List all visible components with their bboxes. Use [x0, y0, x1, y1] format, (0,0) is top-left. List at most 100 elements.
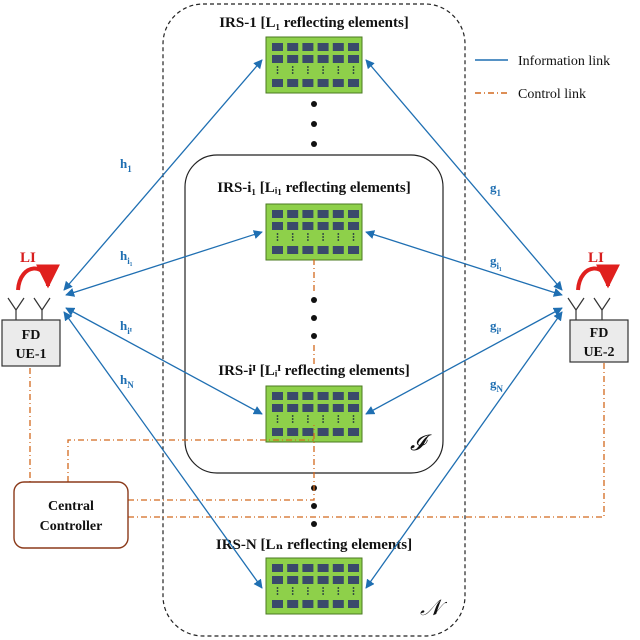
link-h1 — [63, 59, 263, 291]
legend-info-label: Information link — [518, 54, 610, 69]
irs-element — [302, 404, 314, 412]
irs-element — [317, 564, 329, 572]
irs-iI-panel — [265, 385, 363, 443]
irs-element — [332, 404, 344, 412]
irs-element — [272, 55, 283, 63]
irs-element — [332, 222, 344, 230]
irs-element — [317, 246, 329, 254]
irs-element — [287, 43, 299, 51]
channel-labels: h1 hi₁ hiᴵ hN g1 gi₁ giᴵ gN — [120, 156, 504, 394]
irs-element — [348, 55, 359, 63]
irs-element — [348, 576, 359, 584]
label-hiI: hiᴵ — [120, 318, 132, 336]
irs-element — [287, 79, 299, 87]
irs-N-title: IRS-N [Lₙ reflecting elements] — [216, 537, 412, 553]
irs-element — [332, 576, 344, 584]
irs-element — [332, 428, 344, 436]
irs-element — [287, 55, 299, 63]
label-h1: h1 — [120, 156, 132, 174]
irs-element — [317, 576, 329, 584]
ue-2-li-arrow-icon — [576, 264, 620, 291]
svg-text:UE-2: UE-2 — [583, 345, 614, 360]
svg-text:Central: Central — [48, 499, 94, 514]
label-giI: giᴵ — [490, 318, 501, 336]
irs-element — [287, 222, 299, 230]
irs-element — [272, 210, 283, 218]
irs-element — [332, 55, 344, 63]
central-controller: Central Controller — [13, 481, 129, 549]
irs-element — [348, 79, 359, 87]
irs-element — [332, 79, 344, 87]
irs-element — [332, 43, 344, 51]
irs-i1-panel — [265, 203, 363, 261]
irs-element — [348, 246, 359, 254]
irs-element — [287, 564, 299, 572]
irs-element — [302, 564, 314, 572]
ue-2-node: LI FD UE-2 — [567, 250, 629, 363]
irs-N-panel — [265, 557, 363, 615]
link-hN — [63, 311, 263, 589]
irs-element — [348, 564, 359, 572]
link-giI — [365, 307, 563, 415]
irs-element — [272, 428, 283, 436]
svg-text:UE-1: UE-1 — [15, 347, 46, 362]
irs-element — [272, 564, 283, 572]
svg-text:FD: FD — [590, 326, 609, 341]
irs-element — [272, 43, 283, 51]
irs-1-panel — [265, 36, 363, 94]
irs-element — [272, 246, 283, 254]
irs-element — [317, 392, 329, 400]
label-g1: g1 — [490, 180, 502, 198]
irs-element — [302, 246, 314, 254]
irs-element — [287, 428, 299, 436]
irs-element — [317, 222, 329, 230]
irs-element — [332, 564, 344, 572]
irs-element — [272, 222, 283, 230]
label-hi1: hi₁ — [120, 248, 133, 266]
irs-element — [287, 576, 299, 584]
irs-element — [317, 210, 329, 218]
irs-iI-title: IRS-iᴵ [Lᵢᴵ reflecting elements] — [218, 363, 410, 379]
irs-element — [317, 600, 329, 608]
svg-text:FD: FD — [22, 328, 41, 343]
irs-element — [348, 404, 359, 412]
irs-element — [332, 392, 344, 400]
irs-element — [302, 79, 314, 87]
irs-element — [302, 576, 314, 584]
irs-element — [272, 576, 283, 584]
ue-2-antenna-icon — [567, 297, 611, 320]
irs-1-title: IRS-1 [L₁ reflecting elements] — [219, 15, 409, 31]
irs-element — [332, 210, 344, 218]
label-gi1: gi₁ — [490, 253, 502, 271]
irs-element — [287, 600, 299, 608]
label-gN: gN — [490, 376, 504, 394]
irs-element — [348, 392, 359, 400]
irs-element — [302, 600, 314, 608]
irs-element — [287, 392, 299, 400]
information-links — [63, 59, 563, 589]
irs-element — [317, 79, 329, 87]
irs-i1-title: IRS-i₁ [Lᵢ₁ reflecting elements] — [217, 180, 410, 196]
link-hi1 — [65, 230, 263, 297]
irs-element — [332, 246, 344, 254]
irs-element — [317, 43, 329, 51]
irs-element — [317, 428, 329, 436]
irs-element — [272, 600, 283, 608]
irs-element — [348, 428, 359, 436]
ellipsis-dots-bottom — [311, 485, 317, 527]
irs-element — [287, 246, 299, 254]
irs-element — [348, 43, 359, 51]
label-hN: hN — [120, 372, 134, 390]
ue-1-antenna-icon — [7, 297, 51, 320]
irs-element — [287, 404, 299, 412]
link-hiI — [65, 307, 263, 415]
link-gN — [365, 311, 563, 589]
ue-2-li-label: LI — [588, 250, 604, 266]
svg-text:Controller: Controller — [40, 519, 103, 534]
ue-1-node: LI FD UE-1 — [1, 250, 61, 367]
irs-element — [272, 79, 283, 87]
ellipsis-dots-middle — [311, 297, 317, 339]
irs-element — [272, 392, 283, 400]
irs-element — [317, 55, 329, 63]
